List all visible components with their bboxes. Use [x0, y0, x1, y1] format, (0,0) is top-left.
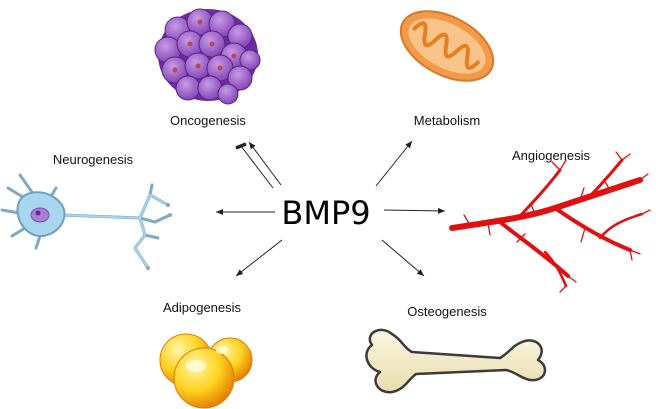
- arrows: [216, 140, 446, 277]
- bone-icon: [365, 328, 547, 394]
- tumor-cell-cluster-icon: [154, 8, 261, 105]
- neurogenesis-label: Neurogenesis: [53, 152, 134, 167]
- angiogenesis-label: Angiogenesis: [512, 148, 591, 163]
- arrow-to-oncogenesis: [248, 141, 282, 186]
- center-label: BMP9: [281, 194, 370, 232]
- inhibit-bar: [235, 142, 247, 150]
- adipogenesis-label: Adipogenesis: [163, 300, 242, 315]
- arrow-to-angiogenesis: [383, 207, 446, 214]
- inhibit-oncogenesis: [240, 145, 274, 189]
- metabolism-label: Metabolism: [414, 113, 480, 128]
- mitochondrion-icon: [399, 10, 495, 82]
- arrow-to-metabolism: [375, 140, 413, 187]
- arrow-to-adipogenesis: [235, 239, 283, 277]
- neuron-icon: [0, 173, 172, 270]
- oncogenesis-label: Oncogenesis: [170, 113, 246, 128]
- blood-vessel-icon: [449, 151, 651, 293]
- arrow-to-osteogenesis: [381, 239, 425, 277]
- fat-cells-icon: [159, 333, 253, 409]
- osteogenesis-label: Osteogenesis: [407, 304, 487, 319]
